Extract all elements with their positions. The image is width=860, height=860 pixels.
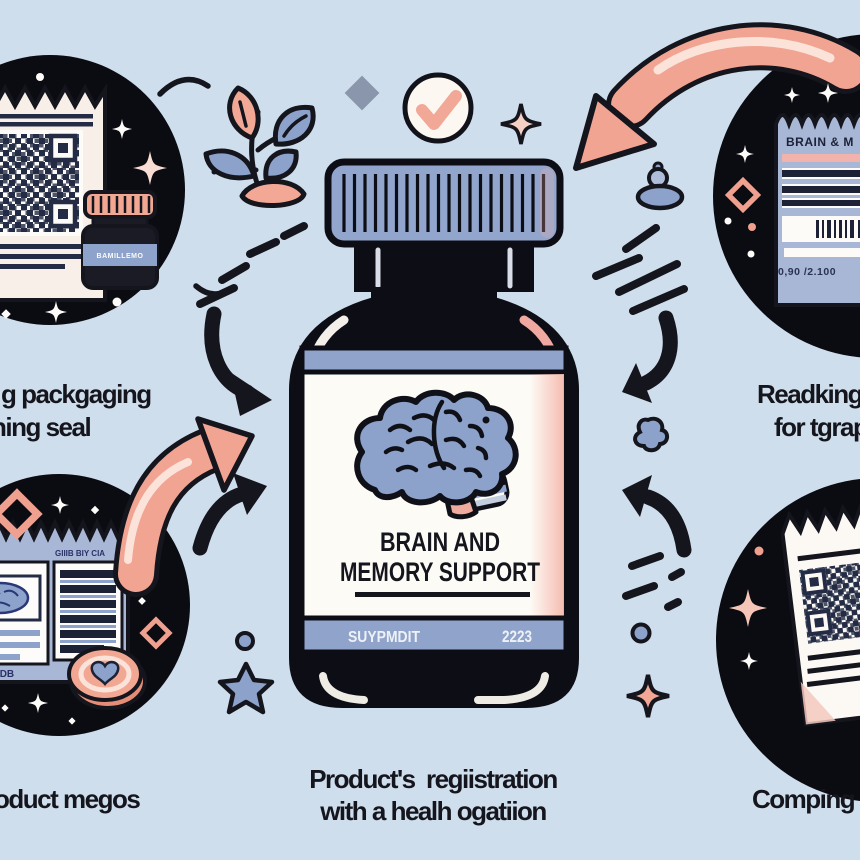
blue-blob-top — [635, 161, 685, 211]
bottle-title-line1: BRAIN AND — [380, 527, 500, 557]
shoulder-highlight-right — [519, 315, 561, 367]
label-underline — [355, 592, 530, 597]
pink-sparkle-top — [499, 102, 543, 146]
caption-right-line2: for tgrap — [774, 412, 860, 442]
strip-text-left: SUYPMDIT — [348, 629, 420, 646]
black-arrow-left-down — [204, 306, 272, 416]
cap-ribs — [342, 174, 546, 232]
vignette-circle-bottom-right — [716, 478, 860, 802]
vignette-circle-top-left — [0, 55, 185, 325]
bottle-body — [289, 287, 579, 708]
bottle-neck — [354, 242, 534, 292]
blue-star — [217, 661, 275, 715]
label-bottom-strip — [299, 615, 569, 655]
caption-left-line1: g packgaging — [1, 379, 152, 409]
check-icon — [416, 90, 462, 130]
black-arrow-right-up — [622, 475, 692, 558]
strip-text-right: 2223 — [502, 627, 532, 646]
blue-dot-left — [235, 631, 255, 651]
brain-icon — [354, 389, 519, 520]
brain-folds — [383, 399, 489, 479]
caption-bottom-center-line1: Product's regiistration — [309, 764, 558, 794]
dash-accents-right-bottom — [622, 552, 685, 611]
black-arrow-left-up — [192, 473, 267, 556]
vignette-circle-bottom-left — [0, 474, 190, 736]
caption-bottom-left: oduct megos — [0, 784, 141, 814]
salmon-sparkle-right — [627, 675, 669, 717]
blue-dot-right — [630, 622, 652, 644]
caption-bottom-right: Comping a — [752, 784, 860, 814]
grey-diamond — [344, 75, 380, 111]
vignette-circle-top-right — [713, 34, 860, 358]
bottle-cap — [324, 158, 564, 248]
caption-left-line2: ning seal — [0, 412, 92, 442]
dash-accents-left — [196, 222, 308, 308]
checkmark-badge — [402, 72, 474, 144]
bottle-label: BRAIN AND MEMORY SUPPORT SUYPMDIT 2223 — [299, 345, 569, 655]
blue-blob-middle — [633, 416, 669, 453]
bottle-bottom-highlights — [319, 672, 549, 704]
bottle-title-line2: MEMORY SUPPORT — [340, 557, 540, 587]
caption-bottom-center-line2: with a healh ogatiion — [320, 796, 547, 826]
neck-highlights — [375, 247, 513, 289]
brain-stem — [441, 478, 479, 520]
brain-body — [354, 389, 519, 506]
shoulder-highlight-left — [307, 315, 349, 367]
caption-right-line1: Readking — [757, 379, 860, 409]
cerebellum — [450, 468, 510, 513]
dash-accents-right-top — [592, 224, 688, 315]
leaves-sprig — [203, 85, 316, 209]
black-arrow-right-down — [622, 310, 678, 403]
supplement-bottle: BRAIN AND MEMORY SUPPORT SUYPMDIT 2223 — [289, 158, 579, 708]
